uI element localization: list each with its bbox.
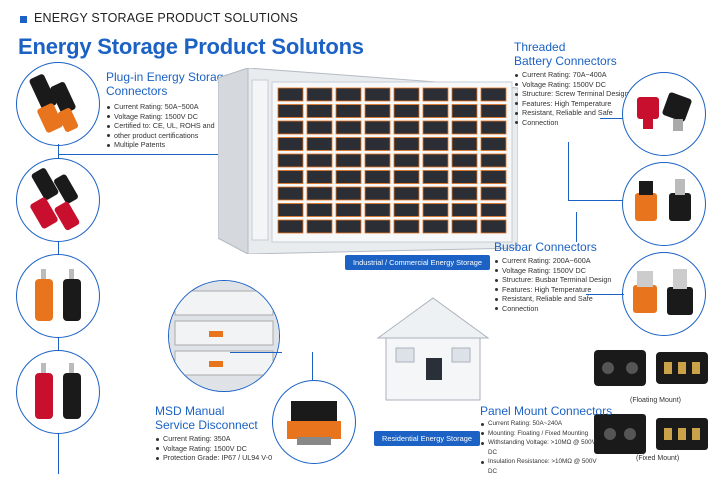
panel-title: Panel Mount Connectors	[480, 404, 613, 418]
plugin-connector-image-2	[16, 158, 100, 242]
panel-specs: Current Rating: 50A~240A Mounting: Float…	[480, 419, 606, 477]
header-text: ENERGY STORAGE PRODUCT SOLUTIONS	[34, 11, 299, 25]
msd-rack-image	[168, 280, 280, 392]
residential-house-image	[368, 288, 498, 408]
fixed-mount-label: (Fixed Mount)	[636, 455, 680, 462]
threaded-line-h	[568, 200, 624, 201]
threaded-connector-image-1	[622, 72, 706, 156]
industrial-label: Industrial / Commercial Energy Storage	[345, 255, 490, 270]
msd-line	[230, 352, 282, 353]
busbar-title: Busbar Connectors	[494, 240, 597, 254]
panel-floating-image-1	[592, 344, 648, 392]
threaded-line-v	[568, 142, 569, 200]
threaded-title: Threaded Battery Connectors	[514, 40, 617, 68]
page-title: Energy Storage Product Solutons	[18, 34, 364, 59]
header-square-icon	[20, 16, 27, 23]
panel-floating-image-2	[654, 344, 710, 392]
industrial-container-image	[217, 67, 519, 255]
msd-title: MSD Manual Service Disconnect	[155, 404, 258, 432]
msd-specs: Current Rating: 350A Voltage Rating: 150…	[155, 434, 285, 463]
plugin-pointer-line	[58, 154, 240, 155]
msd-connector-image	[272, 380, 356, 464]
plugin-connector-image-1	[16, 62, 100, 146]
panel-fixed-image-1	[592, 410, 648, 458]
plugin-specs: Current Rating: 50A~500A Voltage Rating:…	[106, 102, 226, 150]
busbar-line	[586, 294, 624, 295]
threaded-line-top	[600, 118, 624, 119]
threaded-specs: Current Rating: 70A~400A Voltage Rating:…	[514, 70, 644, 128]
plugin-connector-image-4	[16, 350, 100, 434]
msd-line-v	[312, 352, 313, 380]
plugin-title: Plug-in Energy Storage Connectors	[106, 70, 231, 98]
busbar-connector-image	[622, 252, 706, 336]
floating-mount-label: (Floating Mount)	[630, 397, 681, 404]
panel-fixed-image-2	[654, 410, 710, 458]
left-link-1	[58, 144, 59, 158]
busbar-line-v	[576, 212, 577, 242]
residential-label: Residential Energy Storage	[374, 431, 480, 446]
busbar-specs: Current Rating: 200A~600A Voltage Rating…	[494, 256, 626, 314]
threaded-connector-image-2	[622, 162, 706, 246]
plugin-connector-image-3	[16, 254, 100, 338]
